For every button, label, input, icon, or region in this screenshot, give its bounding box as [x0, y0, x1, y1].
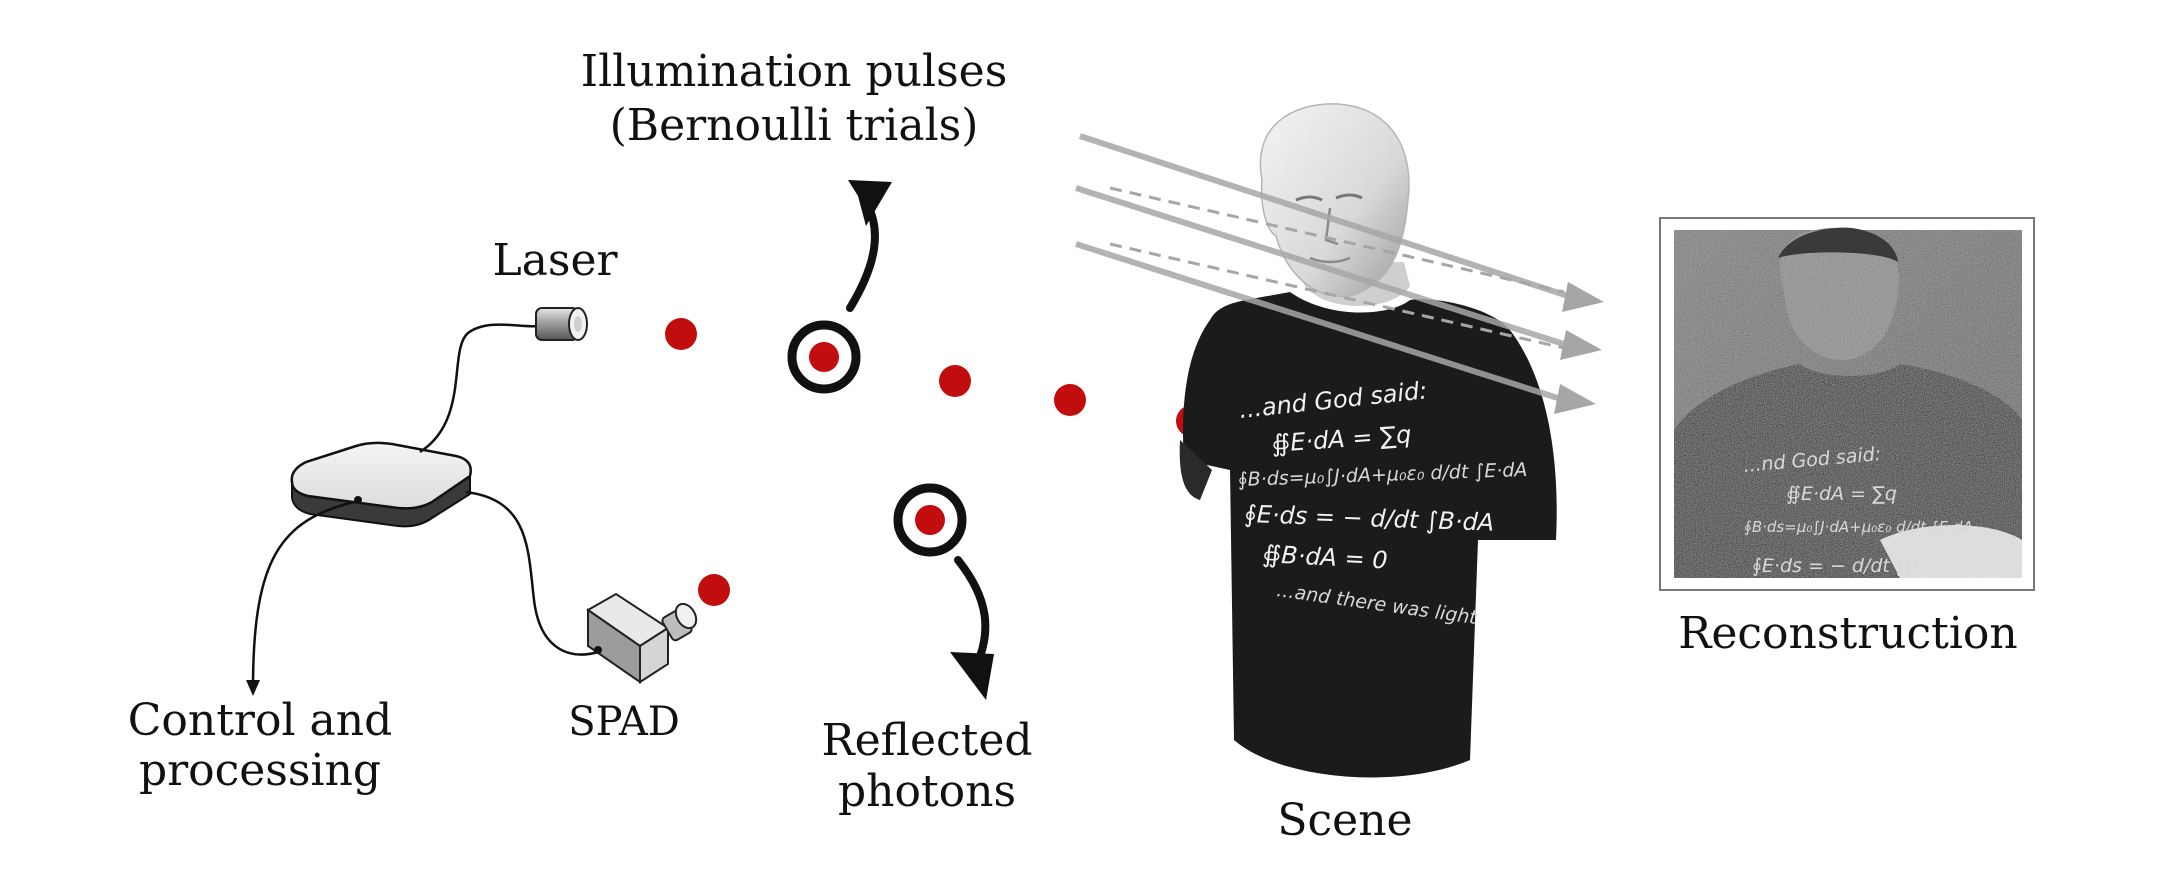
label-control-line1: Control and: [128, 695, 393, 746]
control-output-arrow: [251, 500, 355, 683]
reflected-arrow-head-icon: [950, 652, 994, 700]
label-reflected-line1: Reflected: [821, 715, 1032, 766]
spad-cable: [465, 490, 599, 656]
label-illumination-line2: (Bernoulli trials): [610, 100, 979, 151]
illumination-rays: [1075, 133, 1604, 414]
reconstruction-image: ...nd God said: ∯E·dA = ∑q ∮B·ds=μ₀∫J·dA…: [1659, 217, 2035, 591]
photon-dot: [698, 574, 730, 606]
illumination-photon-target: [787, 180, 892, 394]
scene-person: ...and God said: ∯E·dA = ∑q ∮B·ds=μ₀∫J·d…: [1179, 103, 1557, 778]
control-arrow-head-icon: [246, 680, 260, 696]
label-laser: Laser: [492, 235, 618, 286]
label-scene: Scene: [1277, 795, 1412, 846]
control-box: [290, 441, 472, 528]
reflected-photon-target: [893, 483, 994, 700]
label-reconstruction: Reconstruction: [1678, 608, 2018, 659]
shirt-text-line5: ∯B·dA = 0: [1262, 540, 1389, 575]
label-reflected-line2: photons: [838, 766, 1016, 817]
photon-dot: [1054, 384, 1086, 416]
photon-dot: [665, 318, 697, 350]
photon-dot: [939, 365, 971, 397]
label-illumination-line1: Illumination pulses: [581, 46, 1008, 97]
laser-cable: [419, 323, 541, 454]
laser-device: [535, 307, 588, 341]
recon-shirt-text-line2: ∯E·dA = ∑q: [1786, 483, 1897, 505]
illumination-arrow-head-icon: [848, 180, 892, 226]
photon-path: [665, 318, 1208, 606]
label-spad: SPAD: [568, 699, 680, 745]
label-control-line2: processing: [139, 745, 381, 796]
t-shirt: [1183, 292, 1557, 778]
recon-shirt-text-line4: ∮E·ds = − d/dt ∫B·: [1752, 555, 1925, 577]
recon-shirt-text-line3: ∮B·ds=μ₀∫J·dA+μ₀ε₀ d/dt ∫E·dA: [1744, 518, 1973, 536]
spad-device: [586, 592, 698, 684]
